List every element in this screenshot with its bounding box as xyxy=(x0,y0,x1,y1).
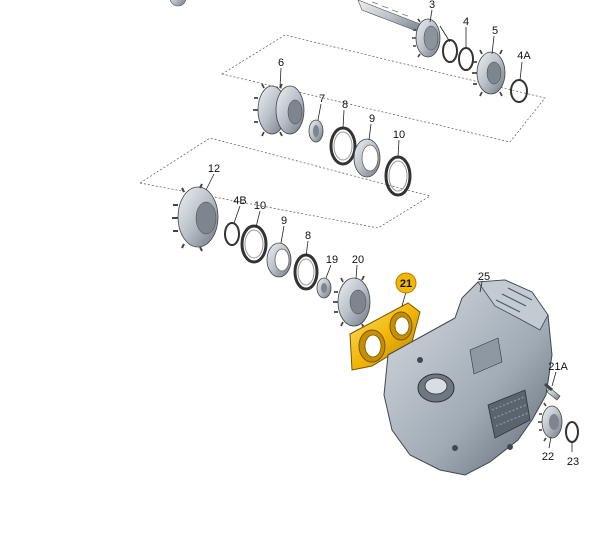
leader-line-4A xyxy=(519,61,523,81)
callout-label: 9 xyxy=(281,215,287,227)
leader-line-19 xyxy=(325,264,332,279)
callout-label: 4A xyxy=(517,50,531,62)
gear-part-20 xyxy=(333,275,371,329)
synchro-ring-part-8-upper xyxy=(329,126,357,166)
snap-ring-part-4 xyxy=(442,39,474,71)
gear-part-22 xyxy=(538,402,563,442)
assembly-group-outline-upper xyxy=(221,34,546,143)
callout-label: 4B xyxy=(233,195,246,207)
leader-line-21 xyxy=(401,291,407,307)
callout-label: 22 xyxy=(542,451,554,463)
leader-line-9 xyxy=(368,123,372,141)
leader-line-8 xyxy=(342,109,345,129)
leader-line-8b xyxy=(305,240,309,257)
gasket-part-21 xyxy=(349,302,421,371)
gear-part-6 xyxy=(253,83,305,137)
callout-label: 19 xyxy=(326,254,338,266)
callout-label: 23 xyxy=(567,456,579,468)
callout-label: 12 xyxy=(208,163,220,175)
circlip-part-4A xyxy=(510,79,528,103)
leader-line-5 xyxy=(491,35,495,55)
highlight-badge xyxy=(395,272,417,294)
callout-label: 6 xyxy=(278,57,284,69)
callout-label: 25 xyxy=(478,271,490,283)
leader-line-22 xyxy=(548,436,552,449)
leader-line-9b xyxy=(280,225,285,244)
needle-bearing-part-7 xyxy=(308,119,324,143)
callout-label: 8 xyxy=(342,99,348,111)
callout-label: 8 xyxy=(305,230,311,242)
gearbox-housing-part-25 xyxy=(383,279,553,476)
ring-part-9-upper xyxy=(353,138,381,178)
callout-label: 21A xyxy=(548,361,568,373)
callout-label: 20 xyxy=(352,254,364,266)
leader-line-10b xyxy=(255,210,261,228)
callout-label: 9 xyxy=(369,113,375,125)
leader-line-10 xyxy=(397,139,400,158)
synchro-ring-part-8-lower xyxy=(293,253,319,291)
main-shaft xyxy=(169,0,425,35)
leader-line-25 xyxy=(479,281,483,293)
callout-label: 10 xyxy=(254,200,266,212)
synchro-ring-part-10-upper xyxy=(384,155,412,197)
circlip-part-23 xyxy=(565,421,579,443)
leader-line-7 xyxy=(317,103,322,121)
callout-label: 7 xyxy=(319,93,325,105)
gear-part-12 xyxy=(172,183,219,252)
callout-label: 5 xyxy=(492,25,498,37)
synchro-ring-part-10-lower xyxy=(240,224,268,264)
callout-label: 3 xyxy=(429,0,435,11)
needle-bearing-part-19 xyxy=(316,277,332,299)
callout-label-highlighted: 21 xyxy=(400,278,412,290)
leader-line-6 xyxy=(279,67,282,88)
leader-line-20 xyxy=(355,264,358,280)
gear-part-5 xyxy=(472,49,506,97)
circlip-part-4B xyxy=(224,222,240,246)
leader-line-21A xyxy=(551,371,557,387)
gear-part-3 xyxy=(412,18,441,58)
assembly-group-outline-lower xyxy=(139,137,431,229)
callout-label: 10 xyxy=(393,129,405,141)
callout-label: 4 xyxy=(463,16,469,28)
leader-line-3 xyxy=(429,9,433,23)
bolt-part-21A xyxy=(544,382,561,401)
leader-line-4 xyxy=(439,25,451,43)
ring-part-9-lower xyxy=(266,242,292,278)
leader-line-4B xyxy=(233,205,241,224)
leader-line-12 xyxy=(205,173,215,191)
